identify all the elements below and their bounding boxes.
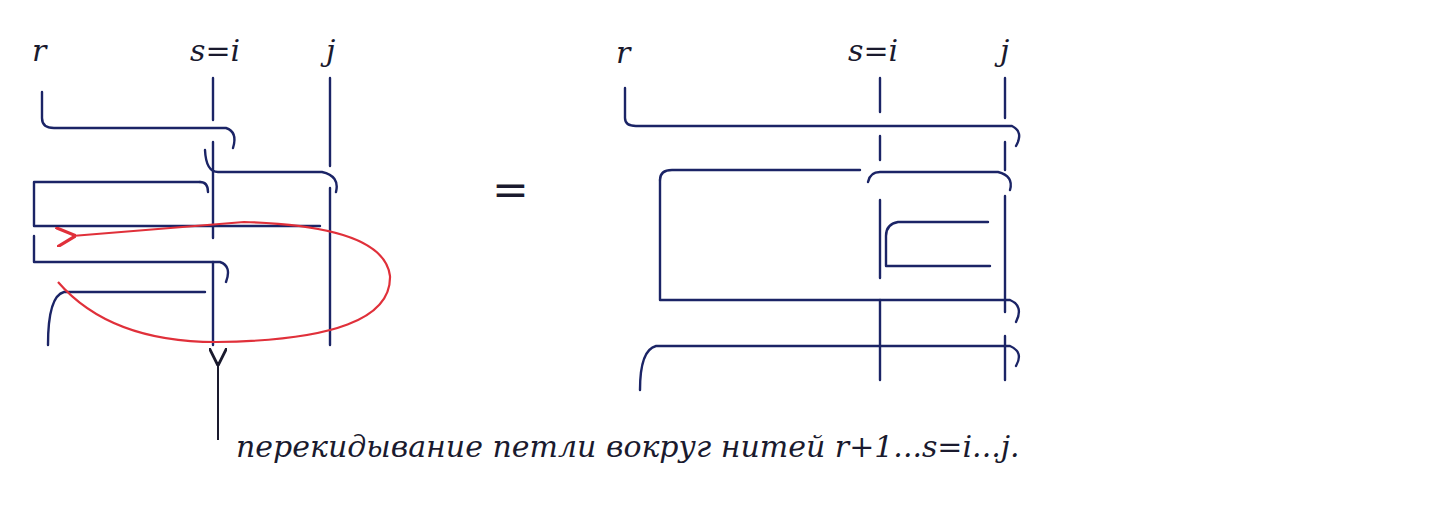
strand-label: s=i	[848, 36, 898, 66]
strand-label: r	[616, 38, 630, 68]
note-text: перекидывание петли вокруг нитей r+1...s…	[236, 432, 1020, 462]
strand	[868, 172, 1011, 190]
strand	[1004, 78, 1006, 118]
strand	[879, 300, 881, 380]
strand	[42, 92, 234, 148]
strand	[200, 182, 208, 192]
braid-strands	[34, 78, 1019, 390]
strand	[329, 188, 331, 345]
strand	[329, 78, 331, 166]
equals-sign: =	[492, 168, 529, 212]
strand	[886, 222, 990, 266]
strand	[625, 88, 1019, 146]
strand	[1004, 196, 1006, 312]
pointer-arrow	[217, 362, 219, 440]
strand	[879, 136, 881, 160]
strand	[879, 200, 881, 278]
strand	[205, 150, 337, 192]
strand	[34, 236, 228, 282]
strand	[34, 182, 320, 226]
strand-label: s=i	[190, 36, 240, 66]
strand-label: r	[32, 36, 46, 66]
strand	[48, 292, 205, 345]
strand	[660, 180, 1019, 322]
strand	[1004, 336, 1006, 380]
strand-label: j	[1000, 36, 1009, 66]
strand	[660, 170, 860, 180]
strand-label: j	[326, 36, 335, 66]
loop-transfer-arrow	[58, 222, 390, 342]
strand	[640, 346, 1019, 390]
strand	[212, 78, 214, 120]
strand	[1004, 142, 1006, 170]
strand	[879, 78, 881, 112]
strand	[212, 262, 214, 345]
